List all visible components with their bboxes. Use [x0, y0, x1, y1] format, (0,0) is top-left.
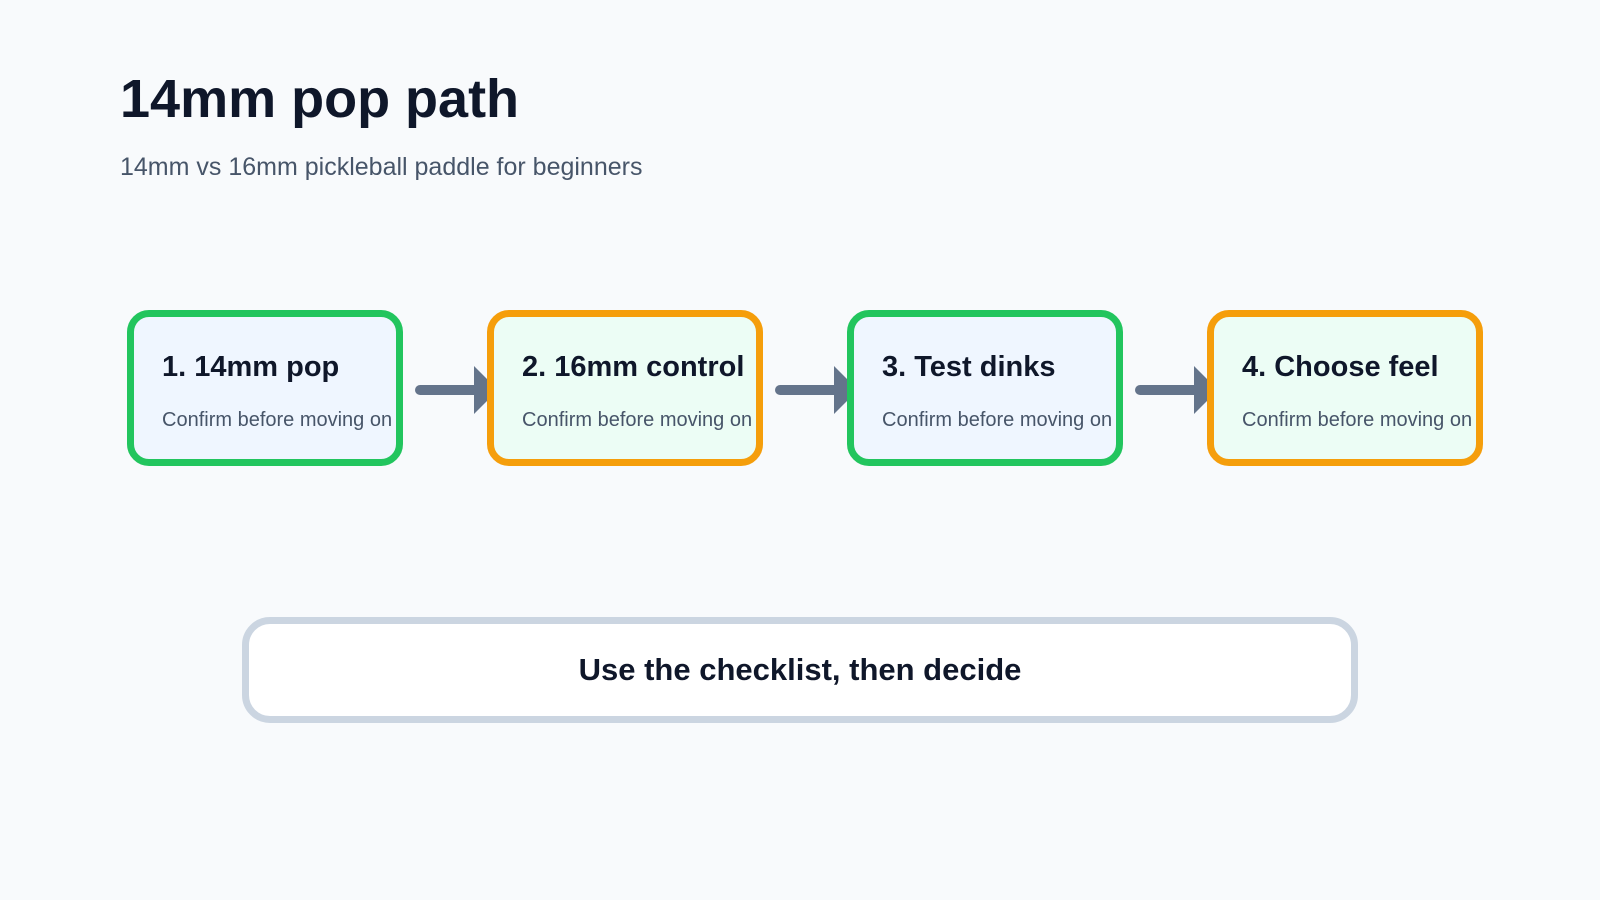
conclusion-box: Use the checklist, then decide: [242, 617, 1358, 723]
step-1-box: 1. 14mm pop Confirm before moving on: [127, 310, 403, 466]
step-2-box: 2. 16mm control Confirm before moving on: [487, 310, 763, 466]
step-description: Confirm before moving on: [882, 409, 1113, 431]
step-title: 2. 16mm control: [522, 351, 745, 383]
step-4-box: 4. Choose feel Confirm before moving on: [1207, 310, 1483, 466]
step-description: Confirm before moving on: [522, 409, 753, 431]
step-title: 3. Test dinks: [882, 351, 1056, 383]
conclusion-text: Use the checklist, then decide: [578, 652, 1022, 687]
page-subtitle: 14mm vs 16mm pickleball paddle for begin…: [120, 153, 643, 181]
step-description: Confirm before moving on: [1242, 409, 1473, 431]
step-3-box: 3. Test dinks Confirm before moving on: [847, 310, 1123, 466]
step-title: 4. Choose feel: [1242, 351, 1439, 383]
step-title: 1. 14mm pop: [162, 351, 340, 383]
page-title: 14mm pop path: [120, 69, 520, 129]
step-description: Confirm before moving on: [162, 409, 393, 431]
